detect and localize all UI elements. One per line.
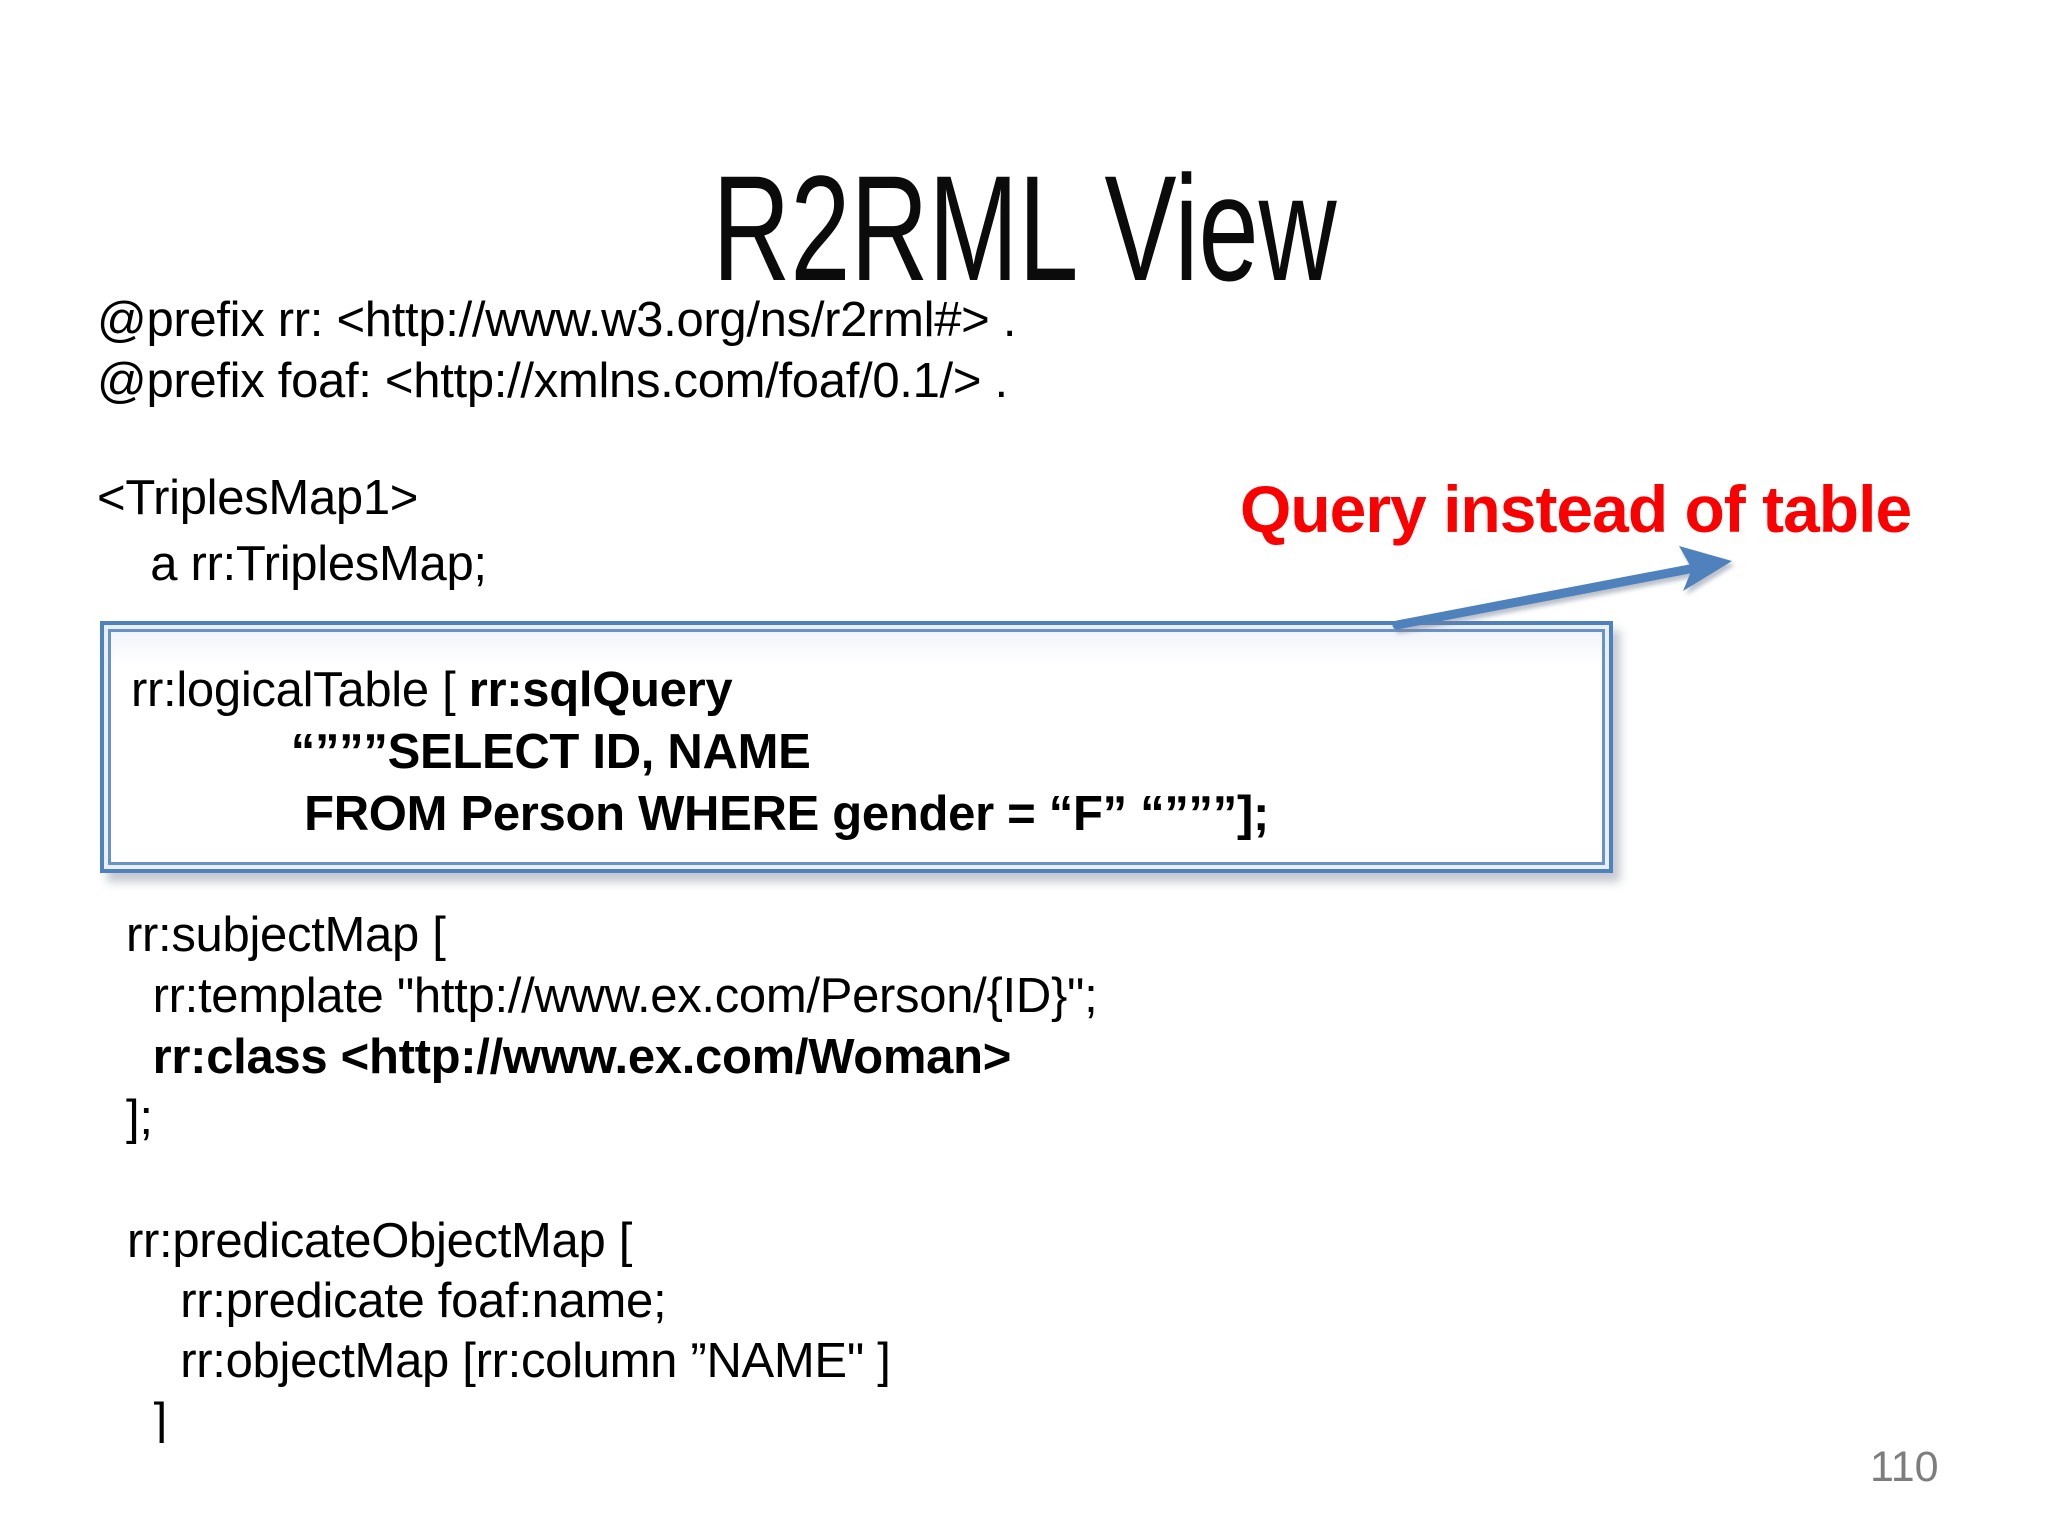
- code-segment: rr:subjectMap [: [126, 908, 446, 962]
- code-segment: FROM Person WHERE gender = “F” “”””];: [304, 787, 1269, 841]
- code-line: FROM Person WHERE gender = “F” “”””];: [131, 783, 1269, 845]
- code-segment: rr:predicate foaf:name;: [127, 1274, 667, 1328]
- code-line: rr:subjectMap [: [126, 905, 1097, 966]
- code-segment: rr:class <http://www.ex.com/Woman>: [152, 1030, 1012, 1084]
- code-block-predicate-object-map: rr:predicateObjectMap [ rr:predicate foa…: [127, 1211, 1527, 1443]
- code-block-triplesmap: <TriplesMap1> a rr:TriplesMap;: [97, 465, 487, 597]
- code-segment: @prefix foaf: <http://xmlns.com/foaf/0.1…: [97, 354, 1008, 408]
- code-segment: rr:logicalTable [: [131, 663, 469, 717]
- code-segment: [126, 1030, 153, 1084]
- code-line: rr:class <http://www.ex.com/Woman>: [126, 1027, 1097, 1088]
- page-number: 110: [1870, 1443, 1939, 1491]
- code-segment: [131, 787, 304, 841]
- sql-query-callout-box: rr:logicalTable [ rr:sqlQuery “”””SELECT…: [100, 621, 1613, 873]
- code-line: @prefix rr: <http://www.w3.org/ns/r2rml#…: [97, 290, 1016, 351]
- slide-title-wrap: R2RML View: [0, 138, 2048, 318]
- page-title: R2RML View: [711, 144, 1337, 312]
- code-line: rr:predicate foaf:name;: [127, 1271, 1527, 1331]
- annotation-query-instead-of-table: Query instead of table: [1240, 472, 1912, 546]
- code-block-subject-map: rr:subjectMap [ rr:template "http://www.…: [126, 905, 1098, 1149]
- code-line: ];: [126, 1088, 1097, 1149]
- code-segment: rr:objectMap [rr:column ”NAME" ]: [127, 1334, 891, 1388]
- code-segment: ]: [127, 1394, 168, 1443]
- code-line: a rr:TriplesMap;: [97, 531, 487, 597]
- code-line: rr:logicalTable [ rr:sqlQuery: [131, 659, 1269, 721]
- code-segment: <TriplesMap1>: [97, 471, 419, 525]
- code-segment: @prefix rr: <http://www.w3.org/ns/r2rml#…: [97, 293, 1017, 347]
- code-line: <TriplesMap1>: [97, 465, 487, 531]
- code-segment: a rr:TriplesMap;: [97, 537, 487, 591]
- code-line: rr:objectMap [rr:column ”NAME" ]: [127, 1331, 1527, 1391]
- code-segment: rr:template "http://www.ex.com/Person/{I…: [126, 969, 1098, 1023]
- code-segment: “”””SELECT ID, NAME: [290, 725, 811, 779]
- code-segment: rr:predicateObjectMap [: [127, 1214, 633, 1268]
- code-block-logical-table: rr:logicalTable [ rr:sqlQuery “”””SELECT…: [131, 659, 1269, 845]
- code-line: ]: [127, 1391, 1527, 1443]
- code-line: “”””SELECT ID, NAME: [131, 721, 1269, 783]
- code-segment: rr:sqlQuery: [468, 663, 733, 717]
- code-line: rr:predicateObjectMap [: [127, 1211, 1527, 1271]
- code-block-prefixes: @prefix rr: <http://www.w3.org/ns/r2rml#…: [97, 290, 1016, 412]
- code-segment: [131, 725, 291, 779]
- code-line: rr:template "http://www.ex.com/Person/{I…: [126, 966, 1098, 1027]
- code-line: @prefix foaf: <http://xmlns.com/foaf/0.1…: [97, 351, 1016, 412]
- arrow-connector-icon: [1392, 546, 1732, 630]
- code-segment: ];: [126, 1091, 153, 1145]
